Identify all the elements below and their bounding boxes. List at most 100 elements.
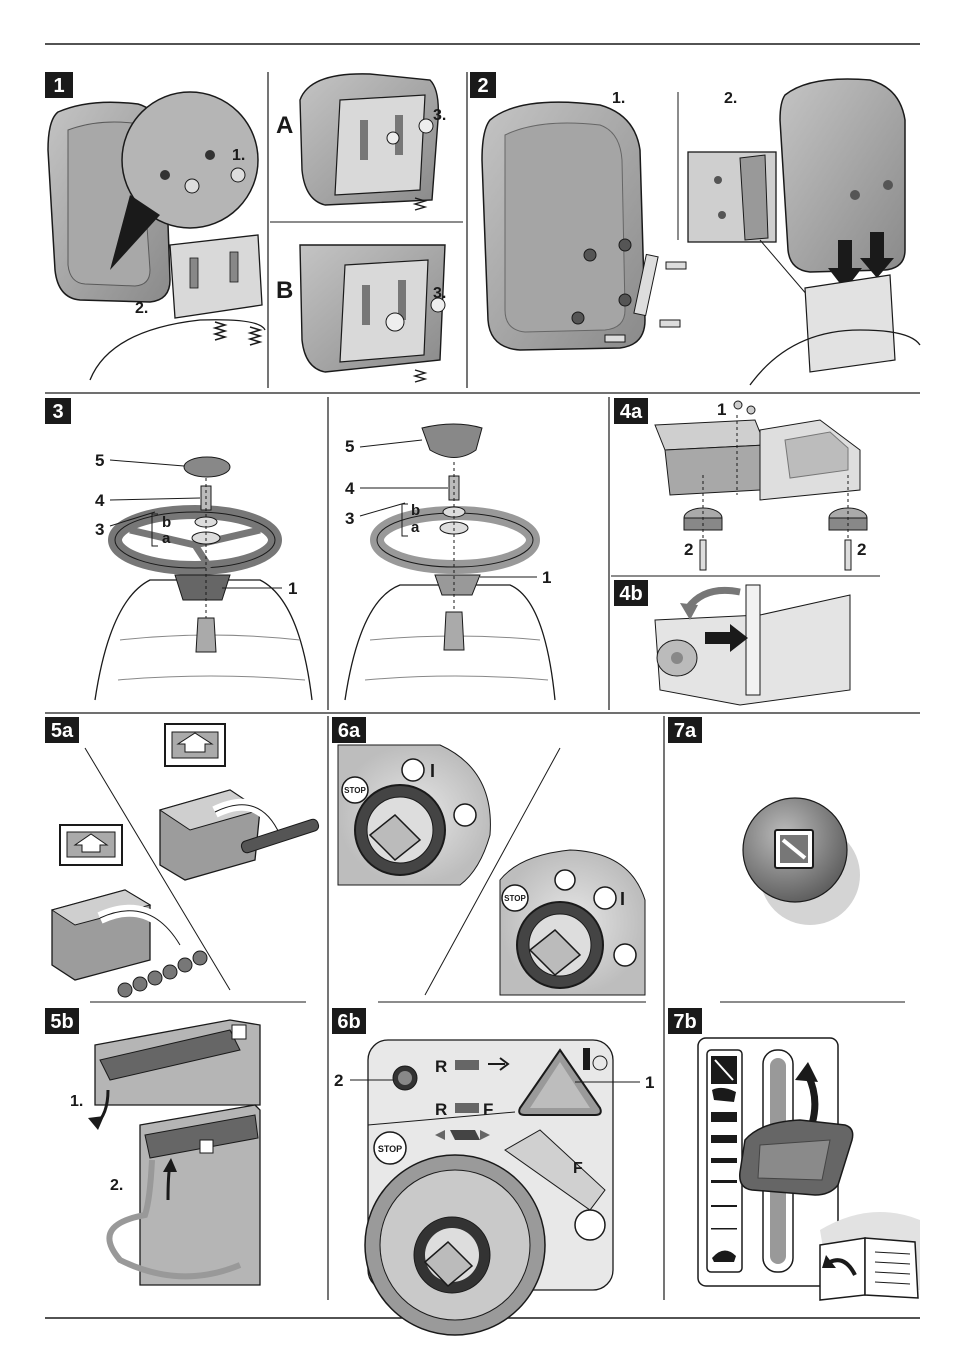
step-label: 2.	[110, 1177, 123, 1194]
bolt-icon	[619, 294, 631, 306]
panel-badge-text: 5a	[51, 720, 74, 742]
mounting-bracket	[340, 260, 428, 362]
panel-badge-text: 4b	[619, 583, 642, 605]
step-label: 3.	[433, 285, 446, 302]
part-label: 1	[645, 1073, 654, 1092]
panel-7b: 7b	[668, 1008, 920, 1300]
lift-arm	[746, 585, 760, 695]
step-label: 2.	[724, 90, 737, 107]
panel-badge-text: 2	[477, 75, 488, 97]
part-label: 3	[95, 520, 104, 539]
part-label: 1	[542, 568, 551, 587]
panel-badge-text: 7b	[673, 1011, 696, 1033]
panel-3: 3 5 4 3 b a 1	[45, 398, 555, 700]
panel-badge-text: 5b	[50, 1011, 73, 1033]
panel-badge-text: 3	[52, 401, 63, 423]
bolt-icon	[619, 239, 631, 251]
panel-badge-text: 6b	[337, 1011, 360, 1033]
part-label: 2	[334, 1071, 343, 1090]
terminal-icon	[200, 1140, 213, 1153]
part-label: b	[411, 502, 420, 519]
vent-plug-icon	[118, 983, 132, 997]
hub-cap	[184, 457, 230, 477]
terminal-icon	[232, 1025, 246, 1039]
panel-badge-text: 1	[53, 75, 64, 97]
part-label: 1	[288, 579, 297, 598]
forward-label: F	[483, 1100, 493, 1119]
bolt-icon	[160, 170, 170, 180]
vent-plug-icon	[148, 971, 162, 985]
step-label: 2.	[135, 300, 148, 317]
stop-label: STOP	[378, 1144, 402, 1154]
bracket-slot	[360, 120, 368, 160]
bolt-icon	[883, 180, 893, 190]
part-label: 4	[95, 491, 105, 510]
part-label: 2	[857, 540, 866, 559]
part-label: 4	[345, 479, 355, 498]
scale-mark	[711, 1135, 737, 1143]
bracket-slot	[362, 285, 370, 325]
nut-icon	[734, 401, 742, 409]
nut-icon	[419, 119, 433, 133]
leader-line	[110, 498, 200, 500]
hood-outline	[118, 676, 305, 680]
nut-icon	[671, 652, 683, 664]
operator-icon	[583, 1048, 590, 1070]
screw-icon	[605, 335, 625, 342]
steering-hub	[435, 575, 480, 595]
step-label: 1.	[232, 147, 245, 164]
step-label: 1.	[612, 90, 625, 107]
steering-shaft	[196, 618, 216, 652]
panel-badge-text: 6a	[338, 720, 361, 742]
engine-start-icon	[454, 804, 476, 826]
deck-plate	[665, 445, 765, 495]
part-label: 5	[95, 451, 104, 470]
vent-plug-icon	[133, 977, 147, 991]
spring-icon	[250, 327, 260, 345]
vent-plug-icon	[193, 951, 207, 965]
screw-icon	[666, 262, 686, 269]
run-position-label: I	[430, 761, 435, 781]
scale-mark	[711, 1158, 737, 1163]
part-label: a	[411, 519, 420, 536]
down-arrow-icon	[88, 1116, 104, 1130]
scale-mark	[711, 1180, 737, 1183]
screw-icon	[700, 540, 706, 570]
leader-line	[110, 460, 184, 466]
nut-icon	[387, 132, 399, 144]
spring-icon	[215, 322, 225, 340]
reverse-label: R	[435, 1100, 447, 1119]
panel-badge-text: 7a	[674, 720, 697, 742]
hub-cap	[422, 424, 482, 458]
engine-run-icon	[594, 887, 616, 909]
screw-icon	[660, 320, 680, 327]
steering-shaft	[444, 612, 464, 650]
curved-arrow-icon	[680, 603, 698, 620]
panel-4a: 4a 1 2 2	[614, 398, 867, 570]
inset-rail	[740, 155, 768, 240]
bolt-icon	[572, 312, 584, 324]
headlight-icon	[555, 870, 575, 890]
leader-line	[360, 503, 405, 516]
bolt-icon	[718, 211, 726, 219]
reverse-label: R	[435, 1057, 447, 1076]
blade-icon	[455, 1060, 479, 1070]
scale-mark	[711, 1228, 737, 1230]
engine-start-icon	[614, 944, 636, 966]
throttle-lever-grip	[758, 1140, 830, 1180]
run-position-label: I	[620, 889, 625, 909]
panel-A: A 3.	[276, 74, 446, 210]
steering-wheel-rim	[377, 513, 533, 567]
variant-label: B	[276, 277, 293, 304]
mounting-bracket	[805, 275, 895, 372]
mower-body-outline	[90, 320, 265, 380]
bolt-icon	[850, 190, 860, 200]
panel-5a: 5a	[45, 717, 320, 997]
stop-label: STOP	[504, 894, 526, 903]
part-label: 5	[345, 437, 354, 456]
part-label: 2	[684, 540, 693, 559]
indicator-lamp	[398, 1071, 412, 1085]
mounting-bracket	[170, 235, 262, 318]
bolt-icon	[205, 150, 215, 160]
manual-book-icon	[820, 1238, 865, 1300]
